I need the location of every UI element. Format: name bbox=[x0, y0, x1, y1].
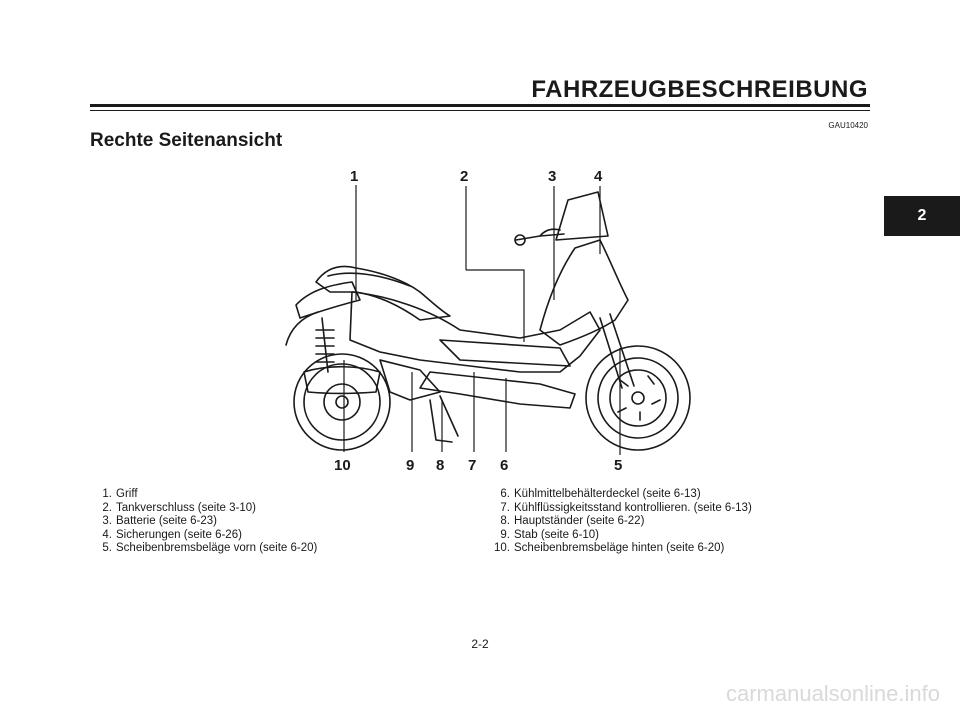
reference-code: GAU10420 bbox=[828, 121, 868, 130]
legend-item: 6.Kühlmittelbehälterdeckel (seite 6-13) bbox=[500, 488, 701, 500]
watermark: carmanualsonline.info bbox=[725, 681, 940, 706]
callout-3: 3 bbox=[548, 168, 556, 185]
callout-5: 5 bbox=[614, 457, 622, 474]
callout-6: 6 bbox=[500, 457, 508, 474]
callout-4: 4 bbox=[594, 168, 603, 185]
legend-item: 10.Scheibenbremsbeläge hinten (seite 6-2… bbox=[494, 542, 725, 554]
callout-10: 10 bbox=[334, 457, 351, 474]
callout-2: 2 bbox=[460, 168, 468, 185]
legend-right: 6.Kühlmittelbehälterdeckel (seite 6-13) … bbox=[490, 488, 752, 556]
callout-1: 1 bbox=[350, 168, 358, 185]
legend-left: 1.Griff 2.Tankverschluss (seite 3-10) 3.… bbox=[92, 488, 317, 556]
legend-item: 2.Tankverschluss (seite 3-10) bbox=[102, 501, 256, 514]
scooter-illustration: 1 2 3 4 5 6 7 8 9 10 bbox=[285, 168, 691, 474]
callout-9: 9 bbox=[406, 457, 414, 474]
legend-item: 1.Griff bbox=[102, 488, 138, 500]
legend-item: 8.Hauptständer (seite 6-22) bbox=[500, 515, 645, 527]
page-number: 2-2 bbox=[471, 637, 489, 651]
legend-item: 4.Sicherungen (seite 6-26) bbox=[102, 528, 242, 541]
legend-item: 9.Stab (seite 6-10) bbox=[500, 528, 600, 541]
callout-8: 8 bbox=[436, 457, 444, 474]
legend-item: 7.Kühlflüssigkeitsstand kontrollieren. (… bbox=[500, 501, 752, 514]
callout-7: 7 bbox=[468, 457, 476, 474]
header-rule-thin bbox=[90, 110, 870, 111]
header-rule-thick bbox=[90, 104, 870, 107]
chapter-title: FAHRZEUGBESCHREIBUNG bbox=[531, 76, 868, 103]
section-title: Rechte Seitenansicht bbox=[90, 130, 283, 151]
legend-item: 5.Scheibenbremsbeläge vorn (seite 6-20) bbox=[102, 542, 318, 554]
legend-item: 3.Batterie (seite 6-23) bbox=[102, 515, 217, 527]
chapter-tab[interactable]: 2 bbox=[884, 196, 960, 236]
